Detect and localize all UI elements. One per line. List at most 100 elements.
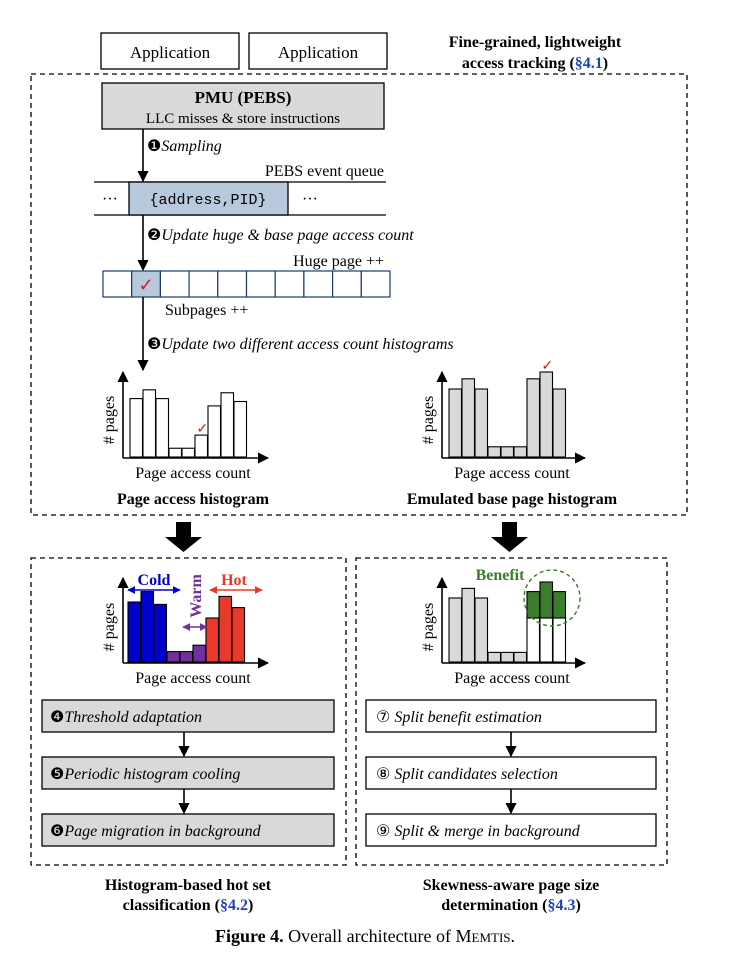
hot-label: Hot	[221, 572, 247, 589]
subpage-cell	[332, 270, 362, 298]
step9-box	[365, 813, 657, 847]
hist4-ylabel: # pages	[420, 603, 437, 651]
emulated-bar	[448, 388, 463, 458]
emulated-bar	[539, 371, 554, 458]
step9-label: ⑨ Split & merge in background	[376, 823, 581, 840]
benefit-base-bar	[461, 587, 476, 663]
benefit-bar	[552, 591, 567, 619]
classification-bar	[153, 603, 168, 663]
subpage-check-mark: ✓	[139, 275, 154, 295]
page-access-bar	[142, 389, 157, 458]
subpage-cell	[274, 270, 305, 298]
step3-label: ❸Update two different access count histo…	[147, 336, 454, 353]
benefit-label: Benefit	[476, 567, 526, 584]
skewness-ref: §4.3	[547, 897, 575, 914]
classification-bar	[205, 617, 220, 663]
emulated-histogram-title: Emulated base page histogram	[407, 491, 618, 508]
cold-label: Cold	[138, 572, 171, 589]
page-access-bar	[168, 447, 183, 458]
subpage-cell	[102, 270, 133, 298]
step6-box	[41, 813, 335, 847]
application-label-2: Application	[278, 43, 359, 62]
histogram-check-mark: ✓	[196, 422, 208, 437]
emulated-histogram: ✓ # pages Page access count	[420, 359, 587, 482]
hist1-ylabel: # pages	[101, 396, 118, 444]
hist4-xlabel: Page access count	[454, 670, 570, 687]
classification-bar	[192, 644, 207, 663]
figure-caption: Figure 4. Overall architecture of Memtis…	[215, 926, 515, 946]
page-access-histogram-title: Page access histogram	[117, 491, 270, 508]
subpage-cell	[217, 270, 248, 298]
emulated-bar	[552, 388, 567, 458]
classification-bar	[127, 601, 142, 663]
skewness-caption-line1: Skewness-aware page size	[423, 877, 600, 894]
classification-caption-line1: Histogram-based hot set	[105, 877, 272, 894]
page-access-bar	[194, 434, 209, 458]
benefit-base-bar	[513, 651, 528, 663]
classification-caption-line2: classification (§4.2)	[123, 897, 254, 914]
step5-box	[41, 756, 335, 790]
emulated-bar	[513, 446, 528, 458]
step4-label: ❹Threshold adaptation	[50, 709, 202, 726]
big-arrow-right	[491, 522, 528, 552]
benefit-base-bar	[500, 651, 515, 663]
page-access-bar	[155, 398, 170, 458]
emulated-bar	[487, 446, 502, 458]
page-access-bar	[129, 398, 144, 458]
classification-bar	[231, 607, 246, 663]
subpage-cell	[159, 270, 190, 298]
page-access-bar	[207, 405, 222, 458]
step2-label: ❷Update huge & base page access count	[147, 227, 414, 244]
application-box-2	[248, 32, 388, 70]
pmu-subtitle: LLC misses & store instructions	[146, 111, 340, 127]
application-box-1	[100, 32, 240, 70]
step1-label: ❶Sampling	[147, 138, 222, 155]
hist2-xlabel: Page access count	[454, 465, 570, 482]
hist3-xlabel: Page access count	[135, 670, 251, 687]
benefit-bar	[539, 581, 554, 619]
benefit-base-bar	[539, 617, 554, 663]
queue-ellipsis-right: ···	[302, 191, 318, 208]
classification-ref: §4.2	[220, 897, 248, 914]
hist2-ylabel: # pages	[420, 396, 437, 444]
benefit-base-bar	[448, 597, 463, 663]
pmu-title: PMU (PEBS)	[195, 88, 292, 107]
subpage-cell	[360, 270, 391, 298]
subpages-label: Subpages ++	[165, 302, 248, 319]
warm-label: Warm	[188, 574, 205, 618]
benefit-base-bar	[487, 651, 502, 663]
pmu-box	[101, 82, 385, 130]
emulated-bar	[461, 378, 476, 458]
application-label-1: Application	[130, 43, 211, 62]
queue-label: PEBS event queue	[265, 163, 384, 180]
tracking-title-line1: Fine-grained, lightweight	[449, 34, 622, 51]
classification-bar	[179, 651, 194, 663]
hist1-xlabel: Page access count	[135, 465, 251, 482]
benefit-circle	[523, 569, 581, 627]
big-arrow-left	[165, 522, 202, 552]
subpage-cell	[245, 270, 276, 298]
page-access-bar	[220, 392, 235, 458]
subpage-cell	[188, 270, 219, 298]
classification-bar	[166, 651, 181, 663]
hugepage-strip: ✓	[102, 270, 391, 298]
step8-box	[365, 756, 657, 790]
skewness-caption-line2: determination (§4.3)	[441, 897, 581, 914]
histogram-check-mark: ✓	[541, 359, 553, 374]
step5-label: ❺Periodic histogram cooling	[50, 766, 240, 783]
page-access-histogram: ✓ # pages Page access count	[101, 370, 270, 482]
step7-label: ⑦ Split benefit estimation	[376, 709, 542, 726]
queue-entry-box	[128, 181, 289, 216]
tracking-title-line2: access tracking (§4.1)	[462, 55, 608, 72]
tracking-region	[30, 73, 688, 516]
queue-entry: {address,PID}	[149, 192, 266, 209]
emulated-bar	[474, 388, 489, 458]
skewness-region	[355, 557, 668, 866]
classification-bar	[218, 595, 233, 663]
queue-ellipsis-left: ···	[102, 191, 118, 208]
benefit-histogram: Benefit # pages Page access count	[420, 567, 587, 687]
step6-label: ❻Page migration in background	[50, 823, 262, 840]
step8-label: ⑧ Split candidates selection	[376, 766, 558, 783]
page-access-bar	[233, 400, 248, 458]
